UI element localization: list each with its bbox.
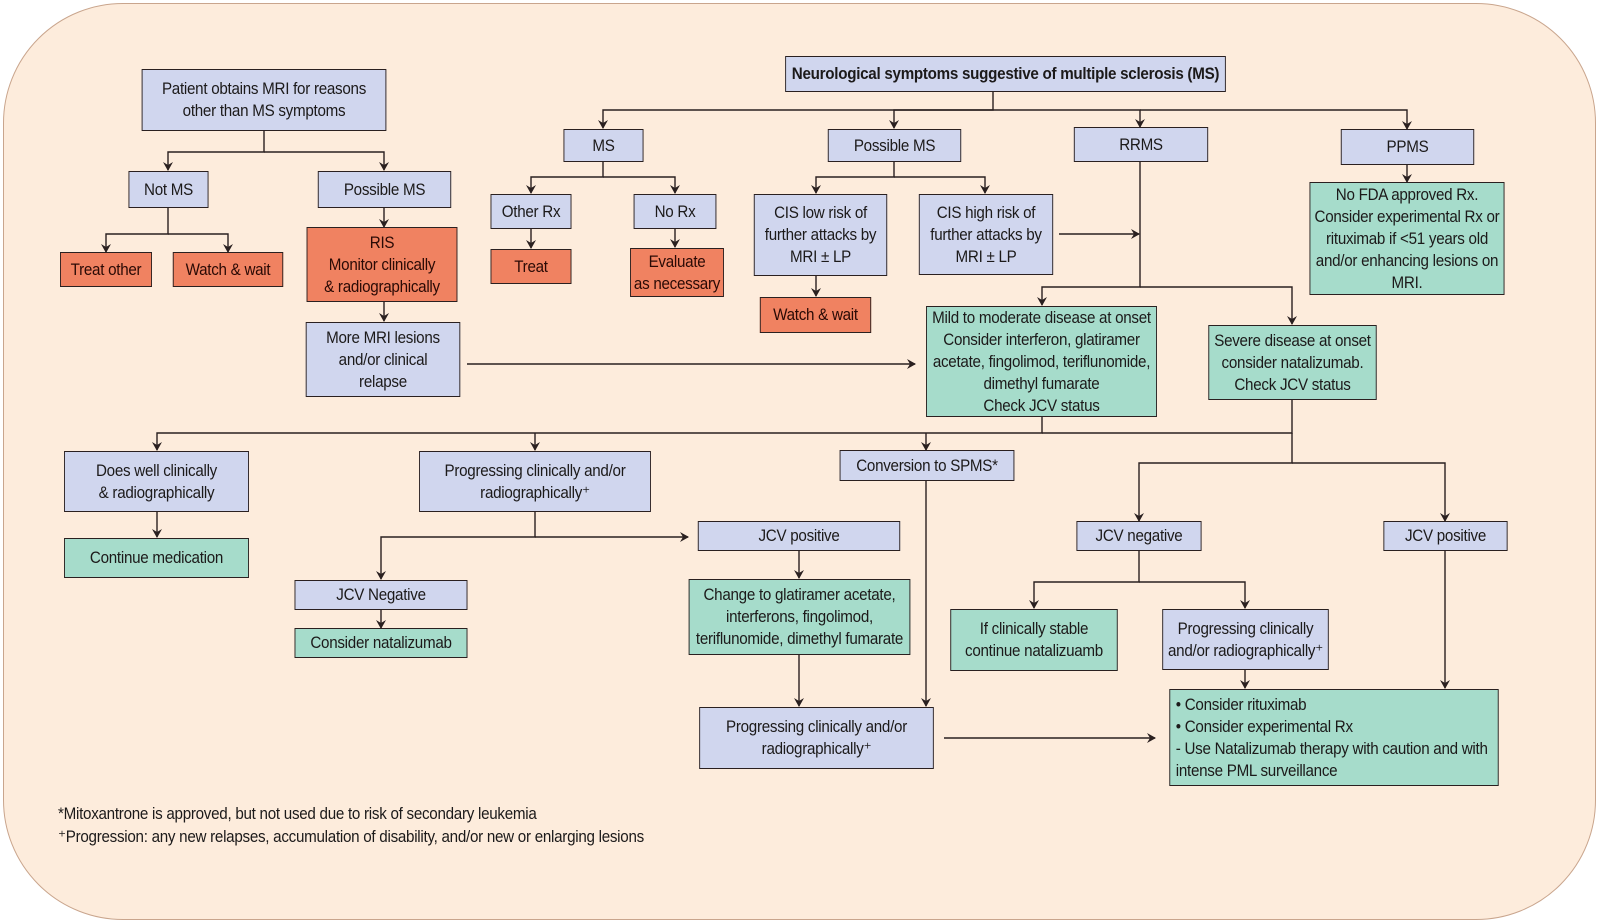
node-possible-ms: Possible MS [827, 129, 962, 162]
node-progressing-3: Progressing clinically and/or radiograph… [1162, 609, 1329, 670]
connector [526, 162, 604, 194]
node-neuro-symptoms: Neurological symptoms suggestive of mult… [785, 56, 1226, 92]
connector [1140, 286, 1297, 325]
node-rrms: RRMS [1073, 127, 1209, 162]
connector [1037, 162, 1141, 306]
node-mri-other-reasons: Patient obtains MRI for reasons other th… [141, 69, 387, 131]
node-jcv-positive-2: JCV positive [1383, 521, 1508, 551]
connector [163, 131, 265, 171]
connector [889, 109, 993, 129]
node-jcv-positive-1: JCV positive [697, 521, 901, 551]
footnote-plus: ⁺Progression: any new relapses, accumula… [58, 828, 644, 846]
node-ppms-treatment: No FDA approved Rx. Consider experimenta… [1309, 182, 1505, 295]
node-treat: Treat [490, 249, 572, 284]
connector [811, 162, 895, 194]
node-jcv-negative-2: JCV negative [1076, 521, 1202, 551]
connector [598, 92, 994, 129]
node-mild-moderate-disease: Mild to moderate disease at onset Consid… [926, 306, 1157, 417]
connector [264, 151, 389, 171]
node-no-rx: No Rx [633, 194, 717, 229]
node-ris: RIS Monitor clinically & radiographicall… [306, 227, 458, 302]
connector [376, 512, 536, 580]
node-more-mri-lesions: More MRI lesions and/or clinical relapse [305, 322, 461, 397]
node-conversion-spms: Conversion to SPMS* [839, 450, 1015, 481]
node-progressing-2: Progressing clinically and/or radiograph… [699, 707, 934, 769]
node-treat-other: Treat other [60, 252, 152, 287]
connector [894, 176, 990, 194]
node-watch-wait-left: Watch & wait [172, 252, 284, 287]
node-cis-low-risk: CIS low risk of further attacks by MRI ±… [753, 194, 888, 276]
node-progressing-1: Progressing clinically and/or radiograph… [419, 451, 651, 512]
node-consider-natalizumab: Consider natalizumab [294, 628, 468, 658]
connector [1029, 551, 1140, 609]
node-not-ms: Not MS [128, 171, 209, 208]
node-possible-ms-left: Possible MS [317, 171, 452, 208]
footnote-star: *Mitoxantrone is approved, but not used … [58, 805, 537, 823]
node-evaluate: Evaluate as necessary [630, 248, 724, 297]
connector [168, 233, 233, 253]
connector [603, 176, 680, 194]
node-final-options: • Consider rituximab • Consider experime… [1169, 689, 1499, 786]
node-does-well: Does well clinically & radiographically [64, 451, 249, 512]
node-ppms: PPMS [1340, 129, 1475, 165]
connector [101, 208, 169, 253]
node-cis-high-risk: CIS high risk of further attacks by MRI … [918, 194, 1054, 275]
connector [1292, 462, 1450, 522]
connector [1140, 109, 1412, 130]
node-if-clinically-stable: If clinically stable continue natalizuam… [950, 609, 1118, 671]
node-watch-wait-mid: Watch & wait [759, 297, 872, 333]
connector [1139, 581, 1250, 609]
node-severe-disease: Severe disease at onset consider nataliz… [1208, 325, 1377, 400]
node-change-to: Change to glatiramer acetate, interferon… [688, 579, 911, 655]
node-continue-medication: Continue medication [64, 538, 249, 578]
node-ms: MS [563, 129, 644, 162]
node-other-rx: Other Rx [490, 194, 572, 229]
node-jcv-negative-1: JCV Negative [294, 580, 468, 610]
connector [152, 417, 1043, 451]
connector [993, 109, 1145, 128]
connector [1134, 433, 1293, 522]
